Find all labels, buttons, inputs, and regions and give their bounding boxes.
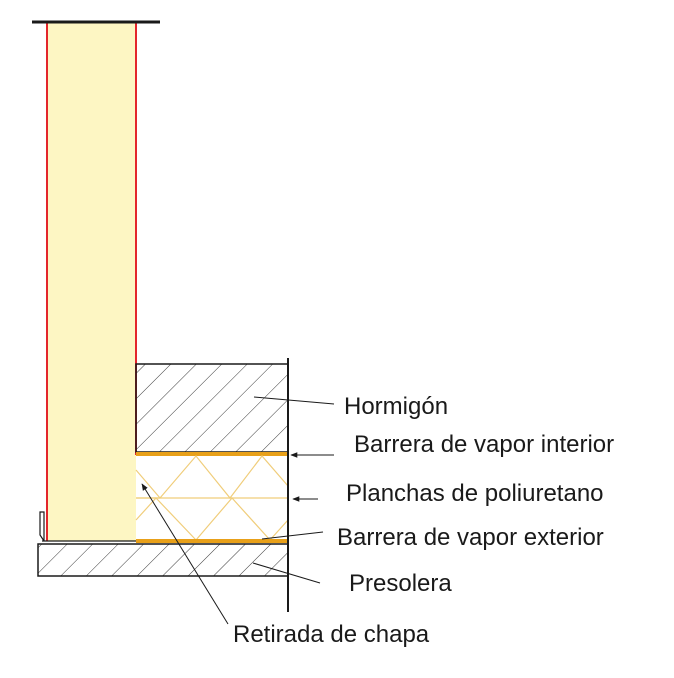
leader-lines [141, 396, 335, 625]
label-planchas: Planchas de poliuretano [346, 480, 604, 507]
leader-presolera [252, 562, 321, 584]
wall-panel [32, 20, 160, 541]
panel-core [47, 22, 136, 541]
leader-retirada [141, 483, 229, 625]
label-hormigon: Hormigón [344, 393, 448, 420]
pre-slab [37, 543, 289, 577]
interior-vapor-barrier [136, 452, 288, 456]
concrete-slab [135, 363, 289, 453]
leader-barrera-exterior [261, 531, 324, 540]
label-presolera: Presolera [349, 570, 452, 597]
insulation-boards [135, 455, 289, 541]
label-barrera-interior: Barrera de vapor interior [354, 431, 614, 458]
label-retirada: Retirada de chapa [233, 621, 430, 648]
exterior-vapor-barrier [136, 539, 288, 543]
leader-hormigon [253, 396, 335, 405]
label-barrera-exterior: Barrera de vapor exterior [337, 524, 604, 551]
